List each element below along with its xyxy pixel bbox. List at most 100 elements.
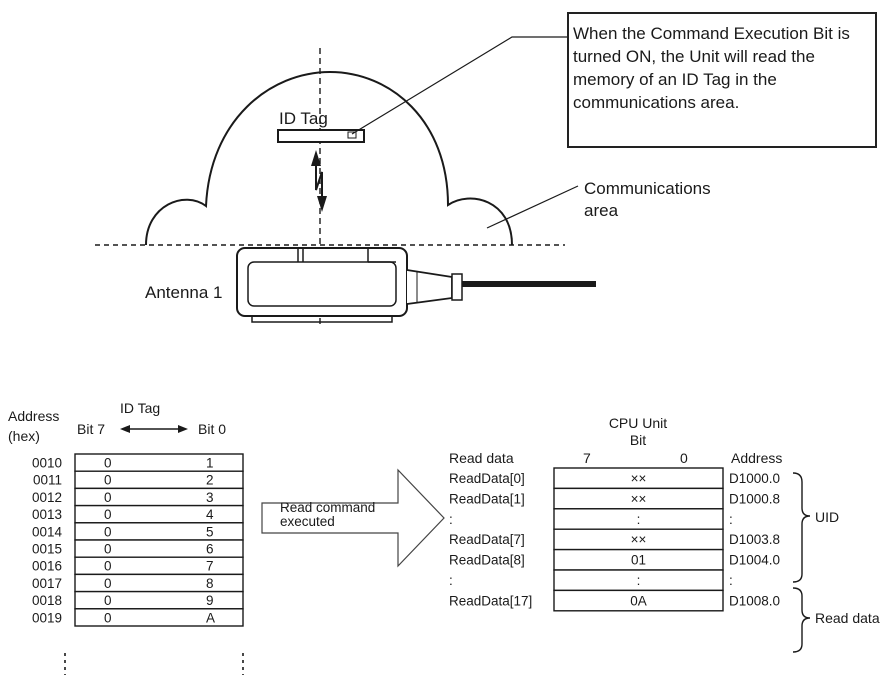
row-address: D1008.0 <box>729 593 780 608</box>
table-row: ReadData[17] 0A D1008.0 <box>449 589 780 612</box>
cpu-bit7-header: 7 <box>583 450 591 466</box>
antenna-label: Antenna 1 <box>145 283 223 302</box>
row-high-nibble: 0 <box>104 524 112 539</box>
row-address: 0010 <box>32 456 62 471</box>
communications-area-outline <box>145 70 513 246</box>
row-low-nibble: 8 <box>206 576 214 591</box>
row-address: 0012 <box>32 490 62 505</box>
row-address: 0019 <box>32 610 62 625</box>
row-high-nibble: 0 <box>104 542 112 557</box>
table-row: 0015 0 6 <box>32 539 244 558</box>
row-variable-name: ReadData[1] <box>449 491 525 506</box>
row-address: 0017 <box>32 576 62 591</box>
row-value: : <box>637 512 641 527</box>
table-row: ReadData[7] ×× D1003.8 <box>449 528 780 551</box>
cpu-address-header: Address <box>731 450 782 466</box>
row-address: 0013 <box>32 507 62 522</box>
table-row: 0012 0 3 <box>32 487 244 507</box>
callout-text: When the Command Execution Bit is turned… <box>573 24 850 112</box>
table-row: ReadData[0] ×× D1000.0 <box>449 467 780 490</box>
row-value: ×× <box>631 491 647 506</box>
uid-label: UID <box>815 509 839 525</box>
row-address: 0015 <box>32 542 62 557</box>
table-row: 0010 0 1 <box>32 453 244 472</box>
comm-area-leader-line <box>486 185 579 229</box>
read-command-label: Read command <box>280 500 375 515</box>
callout-leader-line <box>351 36 567 135</box>
row-high-nibble: 0 <box>104 559 112 574</box>
address-header: Address <box>8 408 59 424</box>
row-variable-name: ReadData[17] <box>449 593 532 608</box>
comm-area-label-line2: area <box>584 201 619 220</box>
id-tag-chip <box>347 131 357 139</box>
read-command-label-line2: executed <box>280 514 335 529</box>
row-value: 01 <box>631 553 646 568</box>
row-variable-name: ReadData[7] <box>449 532 525 547</box>
row-high-nibble: 0 <box>104 576 112 591</box>
uid-brace <box>792 472 811 583</box>
cpu-unit-title: CPU Unit <box>609 415 667 431</box>
row-low-nibble: 1 <box>206 456 214 471</box>
callout-box: When the Command Execution Bit is turned… <box>567 12 877 148</box>
table-row: 0017 0 8 <box>32 573 244 593</box>
communication-arrow-icon <box>311 150 327 212</box>
bit7-header: Bit 7 <box>77 421 105 437</box>
table-row: ::: <box>449 569 733 592</box>
antenna-body <box>236 247 596 323</box>
comm-area-label: Communications <box>584 179 711 198</box>
table-row: ReadData[1] ×× D1000.8 <box>449 487 780 510</box>
read-data-header: Read data <box>449 450 514 466</box>
table-row: ::: <box>449 508 733 530</box>
id-tag-label: ID Tag <box>279 109 328 128</box>
row-value: 0A <box>630 593 647 608</box>
row-variable-name: ReadData[8] <box>449 553 525 568</box>
bit0-header: Bit 0 <box>198 421 226 437</box>
read-data-brace <box>792 587 811 653</box>
row-variable-name: ReadData[0] <box>449 471 525 486</box>
id-tag-shape <box>277 129 365 143</box>
row-address: D1000.0 <box>729 471 780 486</box>
row-address: 0018 <box>32 593 62 608</box>
address-header-line2: (hex) <box>8 428 40 444</box>
table-row: 0018 0 9 <box>32 590 244 610</box>
row-value: : <box>637 573 641 588</box>
row-high-nibble: 0 <box>104 507 112 522</box>
bit-range-arrow <box>120 425 188 433</box>
row-address: 0016 <box>32 559 62 574</box>
read-data-label: Read data <box>815 610 880 626</box>
row-high-nibble: 0 <box>104 490 112 505</box>
row-address: : <box>729 512 733 527</box>
row-value: ×× <box>631 532 647 547</box>
row-address: D1003.8 <box>729 532 780 547</box>
read-command-arrow <box>261 468 445 568</box>
cpu-unit-bit-label: Bit <box>630 432 646 448</box>
table-row: ReadData[8] 01 D1004.0 <box>449 548 780 571</box>
row-address: D1004.0 <box>729 553 780 568</box>
row-low-nibble: 3 <box>206 490 214 505</box>
row-low-nibble: 4 <box>206 507 214 522</box>
table-row: 0011 0 2 <box>33 470 244 490</box>
row-address: : <box>729 573 733 588</box>
cpu-bit0-header: 0 <box>680 450 688 466</box>
id-tag-table-title: ID Tag <box>120 400 160 416</box>
row-low-nibble: 6 <box>206 542 214 557</box>
row-low-nibble: 9 <box>206 593 214 608</box>
row-high-nibble: 0 <box>104 456 112 471</box>
row-variable-name: : <box>449 512 453 527</box>
row-variable-name: : <box>449 573 453 588</box>
row-low-nibble: 7 <box>206 559 214 574</box>
table-row: 0016 0 7 <box>32 556 244 576</box>
row-high-nibble: 0 <box>104 473 112 488</box>
row-low-nibble: 5 <box>206 524 214 539</box>
row-value: ×× <box>631 471 647 486</box>
row-address: 0011 <box>33 473 62 488</box>
row-high-nibble: 0 <box>104 610 112 625</box>
row-address: D1000.8 <box>729 491 780 506</box>
row-low-nibble: 2 <box>206 473 214 488</box>
row-high-nibble: 0 <box>104 593 112 608</box>
